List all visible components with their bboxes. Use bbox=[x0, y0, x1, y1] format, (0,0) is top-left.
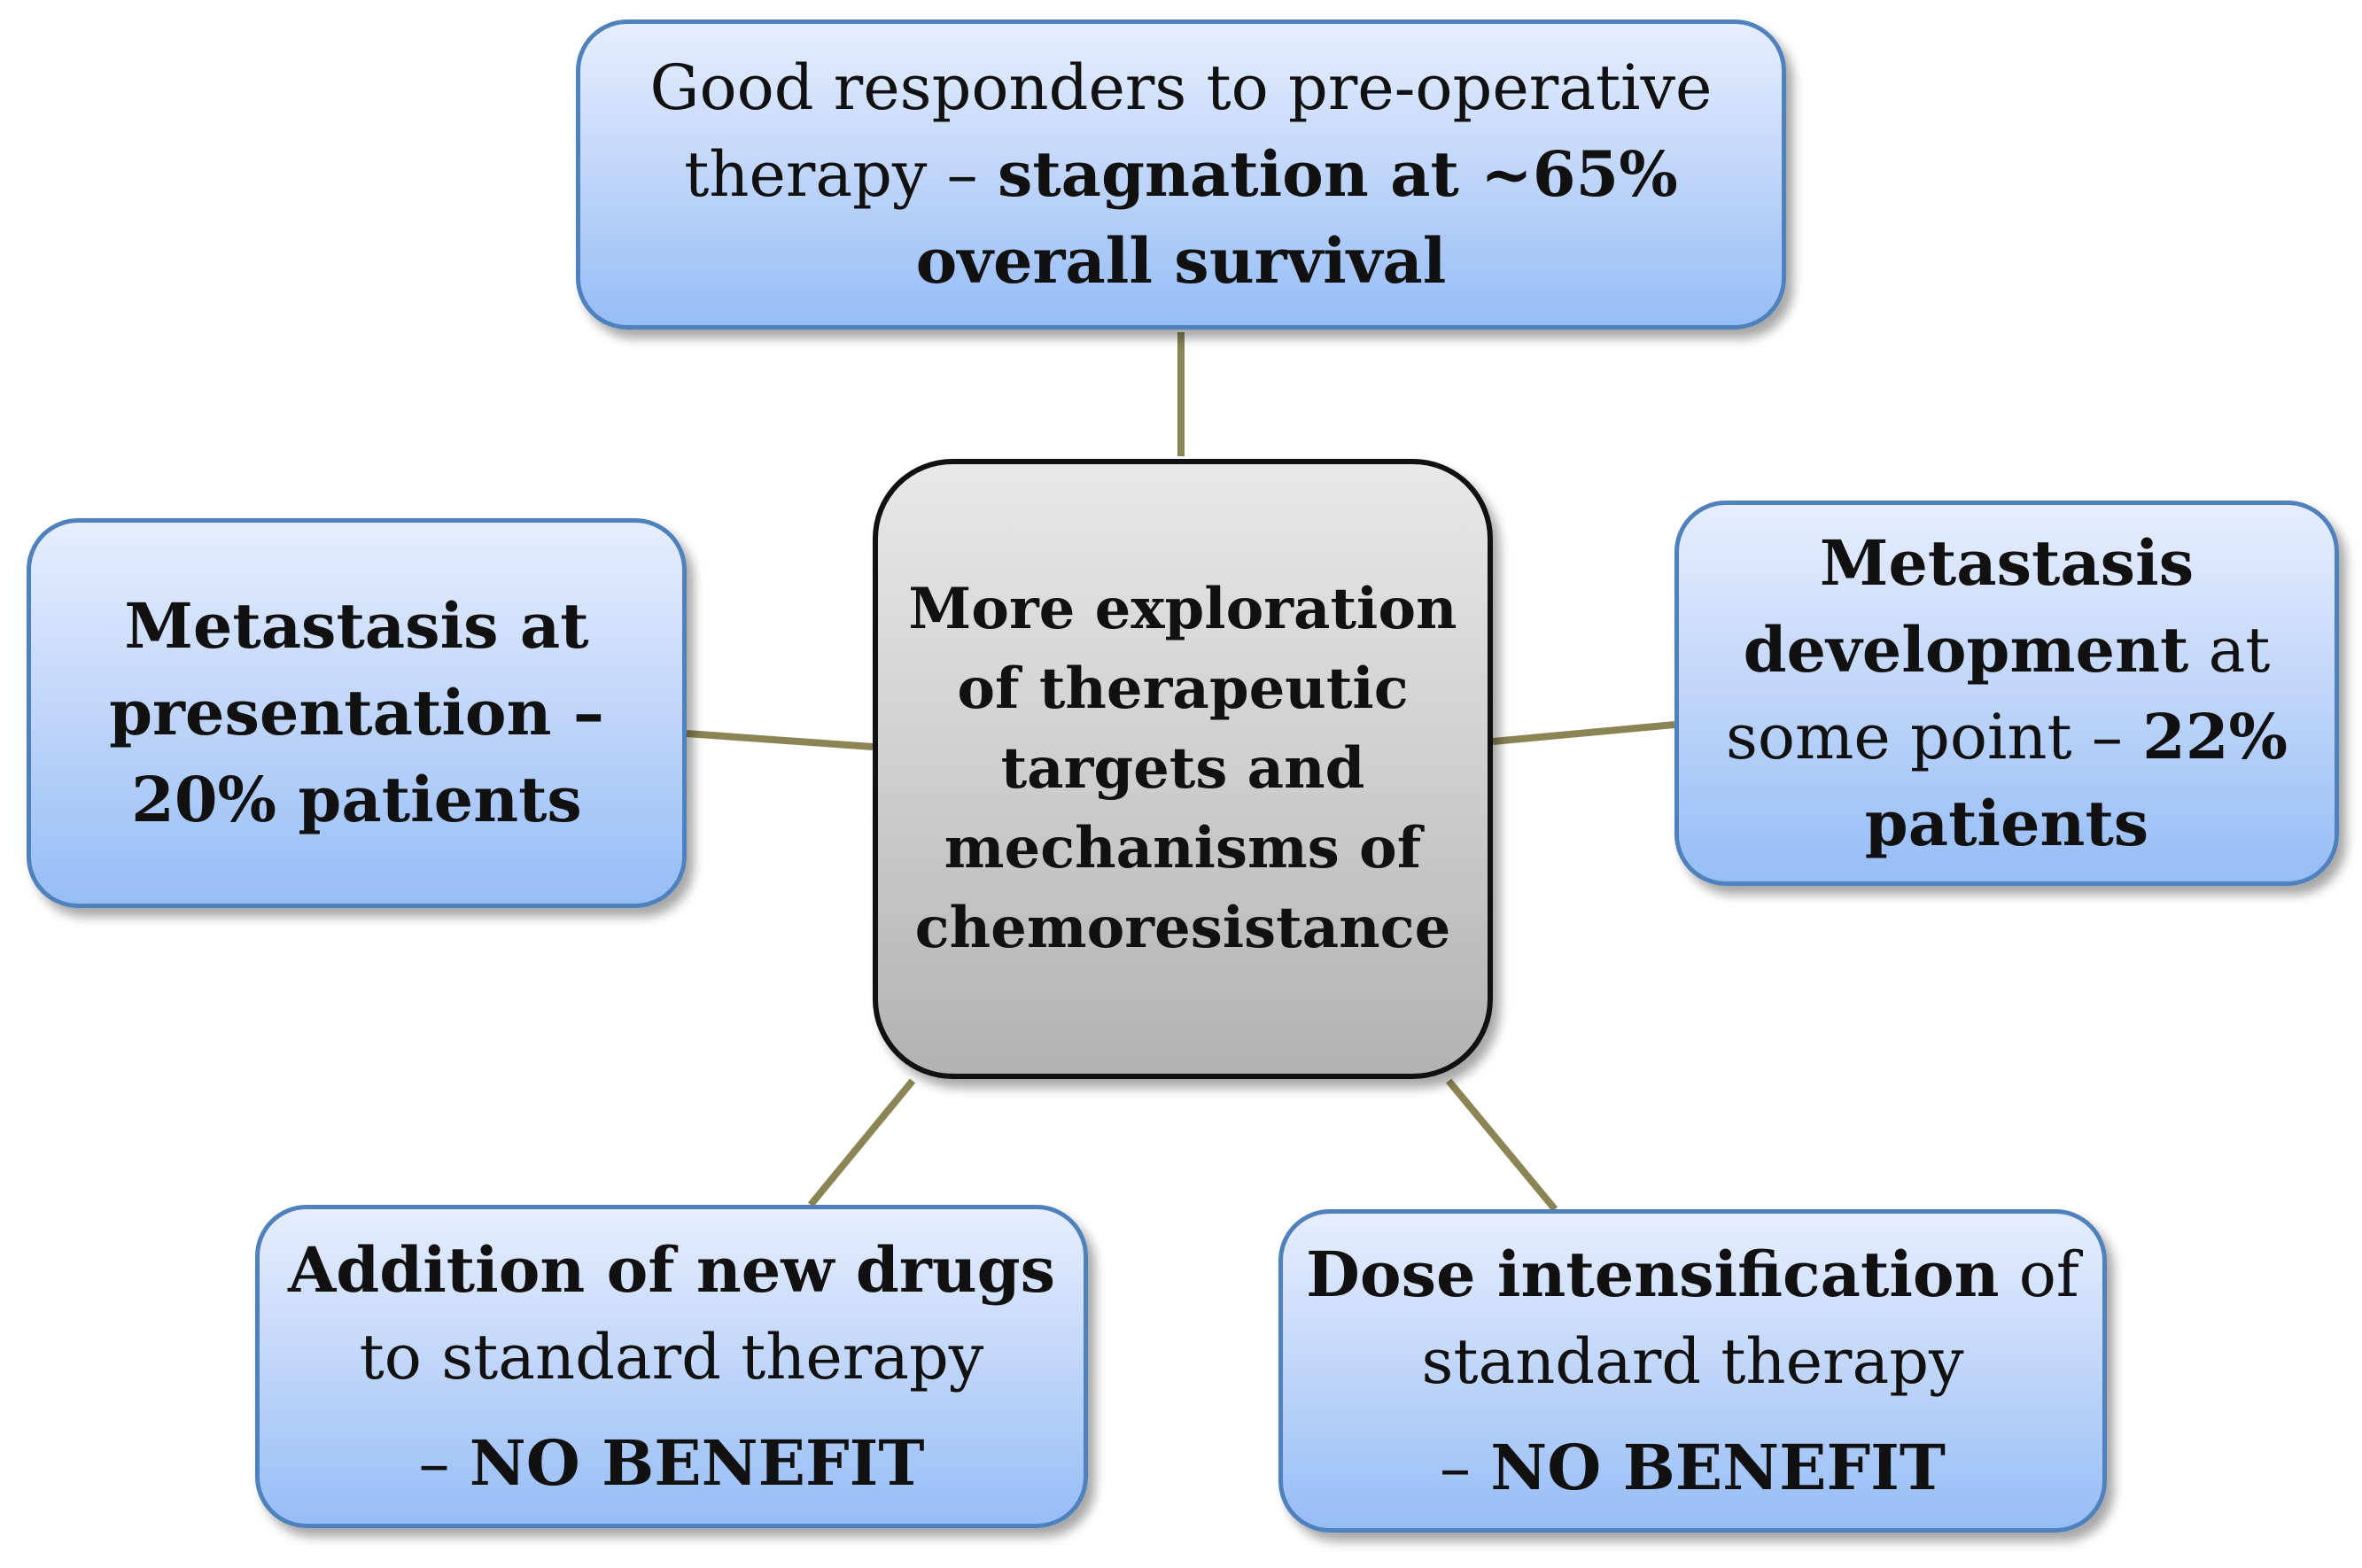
bottom-right-line-1-bold: Dose intensification bbox=[1306, 1237, 2000, 1311]
top-line-2: therapy – stagnation at ~65% bbox=[684, 131, 1678, 218]
right-line-2-bold: development bbox=[1743, 612, 2189, 687]
right-line-3-bold: 22% bbox=[2142, 699, 2288, 773]
bottom-left-node: Addition of new drugs to standard therap… bbox=[255, 1205, 1088, 1528]
bottom-left-line-3: – NO BENEFIT bbox=[419, 1420, 925, 1507]
left-node: Metastasis at presentation – 20% patient… bbox=[27, 518, 687, 908]
center-line-5: chemoresistance bbox=[914, 895, 1451, 961]
top-line-2-bold: stagnation at ~65% bbox=[997, 137, 1678, 211]
bottom-right-line-1-normal: of bbox=[1999, 1238, 2079, 1311]
bottom-right-node: Dose intensification of standard therapy… bbox=[1278, 1209, 2107, 1533]
connector-right bbox=[1492, 721, 1675, 745]
bottom-right-line-3-normal: – bbox=[1440, 1431, 1491, 1504]
top-line-3: overall survival bbox=[915, 224, 1447, 298]
right-line-4: patients bbox=[1864, 786, 2149, 860]
center-line-4: mechanisms of bbox=[944, 815, 1422, 881]
bottom-right-line-3: – NO BENEFIT bbox=[1440, 1424, 1946, 1511]
left-line-3: 20% patients bbox=[131, 763, 582, 836]
center-line-3: targets and bbox=[1000, 735, 1365, 802]
right-line-1: Metastasis bbox=[1819, 525, 2195, 600]
right-line-3: some point – 22% bbox=[1726, 694, 2288, 780]
left-line-2: presentation – bbox=[109, 676, 604, 749]
bottom-right-line-3-bold: NO BENEFIT bbox=[1490, 1430, 1946, 1504]
connector-left bbox=[686, 730, 874, 750]
bottom-right-line-1: Dose intensification of bbox=[1306, 1231, 2079, 1318]
connector-bottom-left bbox=[807, 1078, 916, 1207]
bottom-left-line-3-bold: NO BENEFIT bbox=[469, 1425, 925, 1500]
right-line-3-normal: some point – bbox=[1725, 700, 2143, 773]
bottom-left-line-1: Addition of new drugs bbox=[288, 1232, 1055, 1307]
right-line-2-normal: at bbox=[2188, 613, 2271, 687]
top-node: Good responders to pre-operative therapy… bbox=[576, 19, 1786, 330]
center-line-1: More exploration bbox=[908, 576, 1457, 642]
bottom-right-line-2: standard therapy bbox=[1421, 1324, 1964, 1398]
left-line-1: Metastasis at bbox=[124, 589, 589, 663]
connector-bottom-right bbox=[1445, 1078, 1558, 1212]
top-line-2-normal: therapy – bbox=[684, 138, 998, 211]
right-node: Metastasis development at some point – 2… bbox=[1674, 501, 2339, 886]
bottom-left-line-2: to standard therapy bbox=[359, 1320, 984, 1393]
bottom-left-line-3-normal: – bbox=[418, 1426, 470, 1500]
top-line-1: Good responders to pre-operative bbox=[649, 51, 1713, 124]
center-line-2: of therapeutic bbox=[957, 656, 1409, 722]
right-line-2: development at bbox=[1744, 607, 2271, 694]
center-node: More exploration of therapeutic targets … bbox=[873, 459, 1493, 1079]
